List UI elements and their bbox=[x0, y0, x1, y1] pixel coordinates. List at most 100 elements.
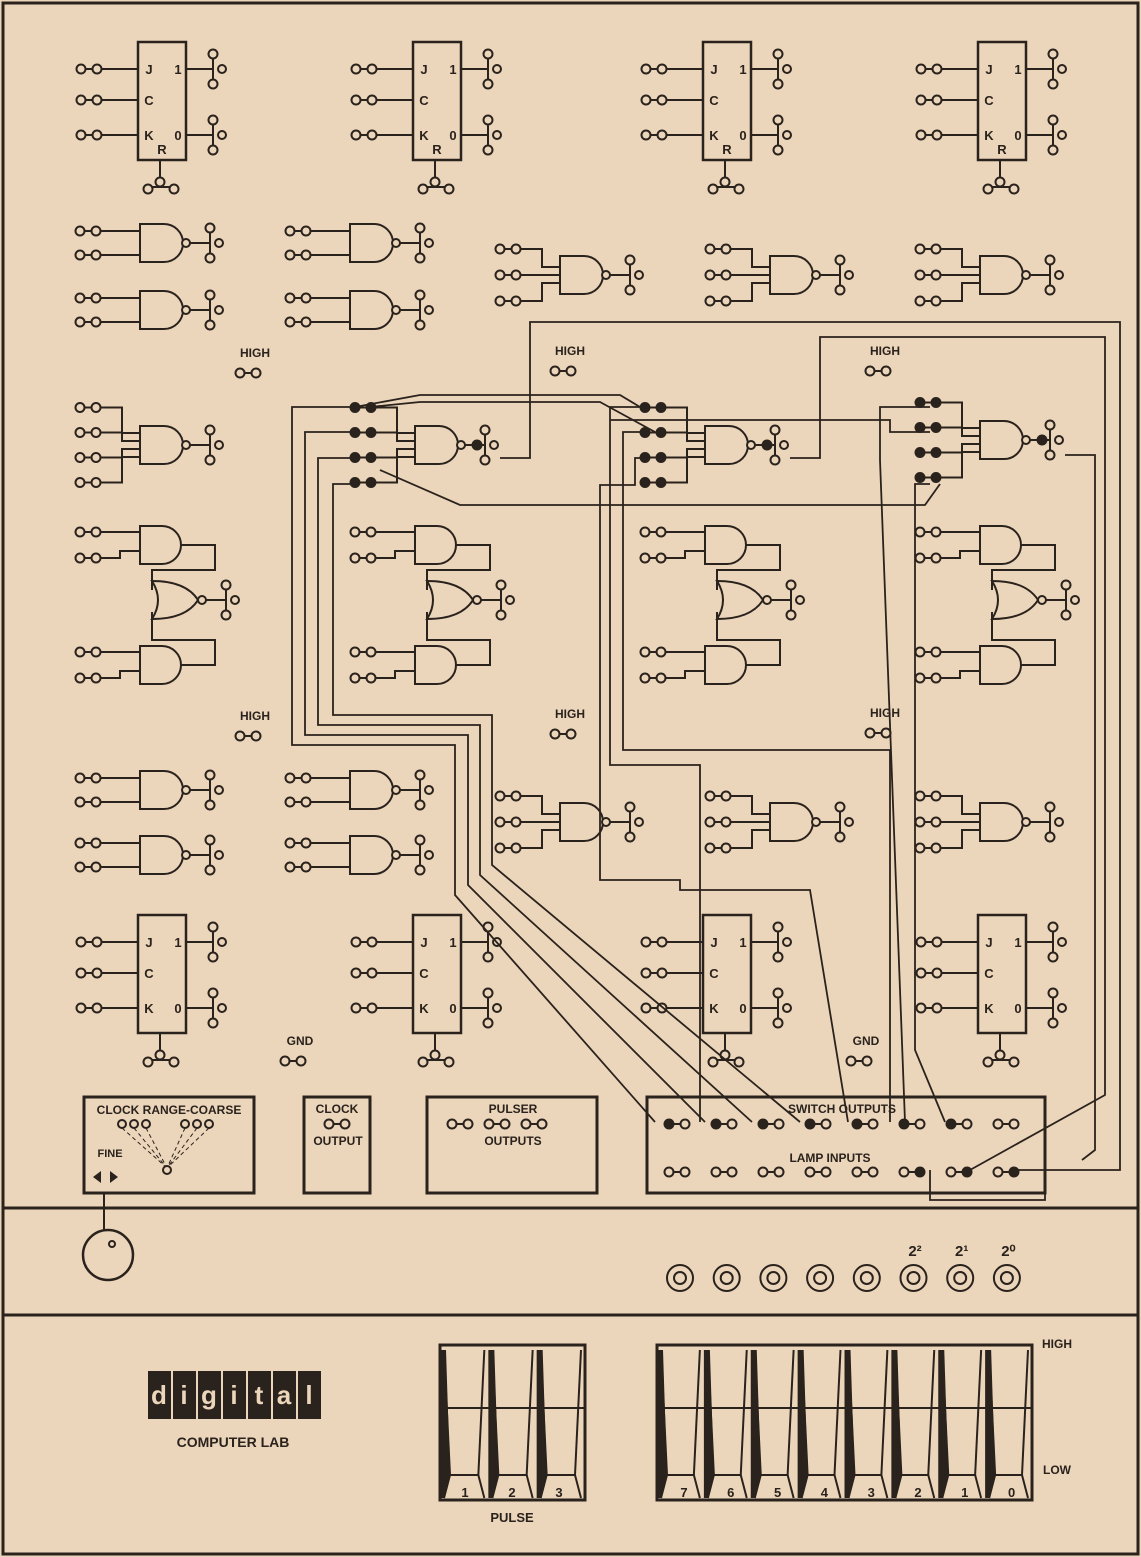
terminal-jack[interactable] bbox=[624, 254, 636, 266]
terminal-jack[interactable] bbox=[930, 243, 942, 255]
terminal-jack[interactable] bbox=[1047, 114, 1059, 126]
terminal-jack[interactable] bbox=[624, 284, 636, 296]
terminal-jack[interactable] bbox=[204, 864, 216, 876]
terminal-jack[interactable] bbox=[90, 452, 102, 463]
terminal-jack[interactable] bbox=[90, 292, 102, 304]
toggle-switch[interactable] bbox=[536, 1349, 582, 1499]
terminal-jack[interactable] bbox=[74, 427, 86, 438]
terminal-jack[interactable] bbox=[861, 1055, 873, 1067]
terminal-jack[interactable] bbox=[820, 1166, 832, 1178]
terminal-jack[interactable] bbox=[1044, 284, 1056, 296]
terminal-jack[interactable] bbox=[844, 817, 854, 827]
terminal-jack[interactable] bbox=[141, 1119, 151, 1129]
terminal-jack[interactable] bbox=[90, 477, 102, 488]
terminal-jack[interactable] bbox=[168, 183, 180, 195]
terminal-jack[interactable] bbox=[365, 552, 377, 564]
terminal-jack[interactable] bbox=[655, 427, 667, 438]
terminal-jack[interactable] bbox=[639, 672, 651, 684]
terminal-jack[interactable] bbox=[720, 790, 732, 802]
terminal-jack[interactable] bbox=[769, 424, 781, 436]
terminal-jack[interactable] bbox=[204, 834, 216, 846]
terminal-jack[interactable] bbox=[207, 951, 219, 963]
terminal-jack[interactable] bbox=[1047, 921, 1059, 933]
terminal-jack[interactable] bbox=[482, 987, 494, 999]
terminal-jack[interactable] bbox=[284, 225, 296, 237]
terminal-jack[interactable] bbox=[804, 1118, 816, 1130]
terminal-jack[interactable] bbox=[1036, 434, 1048, 446]
terminal-jack[interactable] bbox=[1044, 449, 1056, 461]
terminal-jack[interactable] bbox=[655, 526, 667, 538]
terminal-jack[interactable] bbox=[192, 1119, 202, 1129]
terminal-jack[interactable] bbox=[1047, 48, 1059, 60]
terminal-jack[interactable] bbox=[914, 1118, 926, 1130]
terminal-jack[interactable] bbox=[90, 402, 102, 413]
terminal-jack[interactable] bbox=[733, 183, 745, 195]
terminal-jack[interactable] bbox=[284, 837, 296, 849]
terminal-jack[interactable] bbox=[655, 452, 667, 463]
terminal-jack[interactable] bbox=[489, 440, 499, 450]
terminal-jack[interactable] bbox=[867, 1166, 879, 1178]
terminal-jack[interactable] bbox=[91, 63, 103, 75]
terminal-jack[interactable] bbox=[704, 816, 716, 828]
terminal-jack[interactable] bbox=[350, 936, 362, 948]
terminal-jack[interactable] bbox=[90, 796, 102, 808]
terminal-jack[interactable] bbox=[639, 552, 651, 564]
terminal-jack[interactable] bbox=[204, 252, 216, 264]
terminal-jack[interactable] bbox=[74, 861, 86, 873]
terminal-jack[interactable] bbox=[1044, 254, 1056, 266]
terminal-jack[interactable] bbox=[914, 447, 926, 458]
terminal-jack[interactable] bbox=[510, 816, 522, 828]
terminal-jack[interactable] bbox=[204, 289, 216, 301]
terminal-jack[interactable] bbox=[479, 454, 491, 466]
terminal-jack[interactable] bbox=[1057, 64, 1067, 74]
toggle-switch[interactable] bbox=[844, 1349, 889, 1499]
terminal-jack[interactable] bbox=[795, 595, 805, 605]
terminal-jack[interactable] bbox=[772, 987, 784, 999]
terminal-jack[interactable] bbox=[207, 987, 219, 999]
terminal-jack[interactable] bbox=[300, 861, 312, 873]
terminal-jack[interactable] bbox=[1054, 435, 1064, 445]
terminal-jack[interactable] bbox=[704, 269, 716, 281]
terminal-jack[interactable] bbox=[655, 552, 667, 564]
terminal-jack[interactable] bbox=[284, 796, 296, 808]
terminal-jack[interactable] bbox=[142, 1056, 154, 1068]
terminal-jack[interactable] bbox=[772, 951, 784, 963]
terminal-jack[interactable] bbox=[707, 183, 719, 195]
terminal-jack[interactable] bbox=[656, 129, 668, 141]
terminal-jack[interactable] bbox=[710, 1118, 722, 1130]
toggle-switch[interactable] bbox=[938, 1349, 983, 1499]
terminal-jack[interactable] bbox=[214, 305, 224, 315]
terminal-jack[interactable] bbox=[510, 243, 522, 255]
terminal-jack[interactable] bbox=[773, 1166, 785, 1178]
terminal-jack[interactable] bbox=[414, 252, 426, 264]
terminal-jack[interactable] bbox=[864, 727, 876, 739]
terminal-jack[interactable] bbox=[75, 967, 87, 979]
terminal-jack[interactable] bbox=[992, 1166, 1004, 1178]
terminal-jack[interactable] bbox=[74, 402, 86, 413]
terminal-jack[interactable] bbox=[930, 269, 942, 281]
terminal-jack[interactable] bbox=[349, 526, 361, 538]
terminal-jack[interactable] bbox=[880, 727, 892, 739]
terminal-jack[interactable] bbox=[663, 1166, 675, 1178]
terminal-jack[interactable] bbox=[279, 1055, 291, 1067]
terminal-jack[interactable] bbox=[365, 427, 377, 438]
terminal-jack[interactable] bbox=[720, 269, 732, 281]
terminal-jack[interactable] bbox=[424, 238, 434, 248]
terminal-jack[interactable] bbox=[300, 225, 312, 237]
terminal-jack[interactable] bbox=[914, 672, 926, 684]
terminal-jack[interactable] bbox=[720, 842, 732, 854]
terminal-jack[interactable] bbox=[350, 967, 362, 979]
terminal-jack[interactable] bbox=[349, 646, 361, 658]
terminal-jack[interactable] bbox=[207, 1017, 219, 1029]
terminal-jack[interactable] bbox=[820, 1118, 832, 1130]
terminal-jack[interactable] bbox=[930, 447, 942, 458]
terminal-jack[interactable] bbox=[1008, 1056, 1020, 1068]
terminal-jack[interactable] bbox=[75, 63, 87, 75]
terminal-jack[interactable] bbox=[931, 129, 943, 141]
terminal-jack[interactable] bbox=[482, 78, 494, 90]
terminal-jack[interactable] bbox=[250, 730, 262, 742]
toggle-switch[interactable] bbox=[488, 1349, 534, 1499]
terminal-jack[interactable] bbox=[655, 672, 667, 684]
terminal-jack[interactable] bbox=[915, 129, 927, 141]
terminal-jack[interactable] bbox=[915, 63, 927, 75]
